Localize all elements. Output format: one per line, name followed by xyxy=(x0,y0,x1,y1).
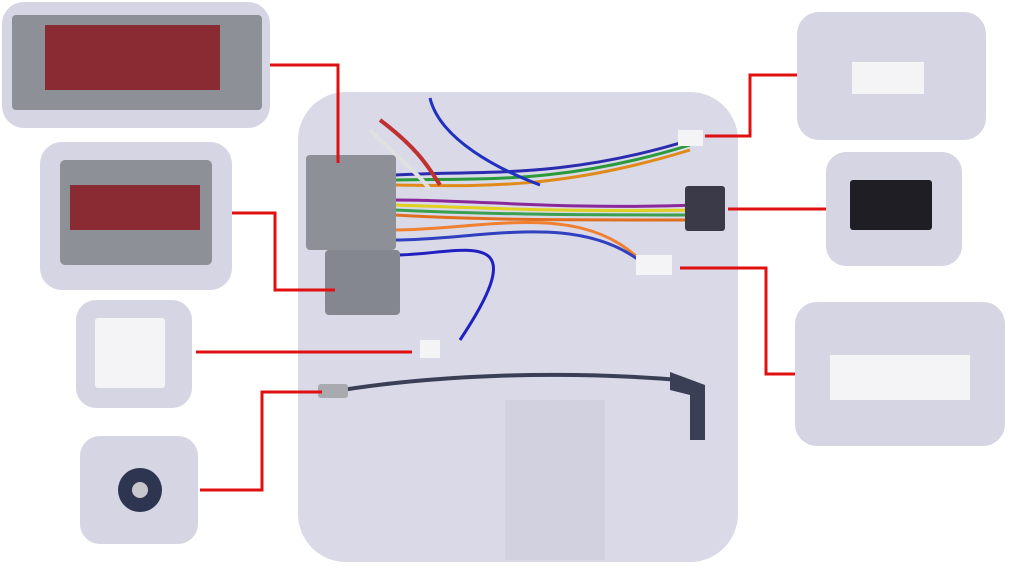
callout-line xyxy=(270,63,340,163)
inset-white-small-connector xyxy=(76,300,192,408)
black-connector xyxy=(685,186,725,231)
inset-black-16pin-connector xyxy=(826,152,962,266)
white-connector-b xyxy=(636,255,672,275)
inset-gray-plug-large xyxy=(2,2,270,128)
callout-line xyxy=(232,211,335,292)
antenna-plug xyxy=(318,384,348,398)
antenna-angled-plug xyxy=(670,372,705,440)
callout-line xyxy=(680,266,795,376)
inset-gray-plug-red-pins xyxy=(40,142,232,290)
wire-bundle xyxy=(329,97,701,394)
callout-line xyxy=(705,73,797,138)
inset-antenna-socket xyxy=(80,436,198,544)
inset-white-20pin-connector xyxy=(795,302,1005,446)
white-connector-a xyxy=(678,130,703,146)
gray-plug-lower xyxy=(325,250,400,315)
foam-block xyxy=(505,400,605,560)
white-connector-c xyxy=(420,340,440,358)
callout-line xyxy=(200,390,322,492)
gray-plug-upper xyxy=(306,155,396,250)
inset-white-connector-top xyxy=(797,12,986,140)
callout-lines xyxy=(196,63,826,492)
